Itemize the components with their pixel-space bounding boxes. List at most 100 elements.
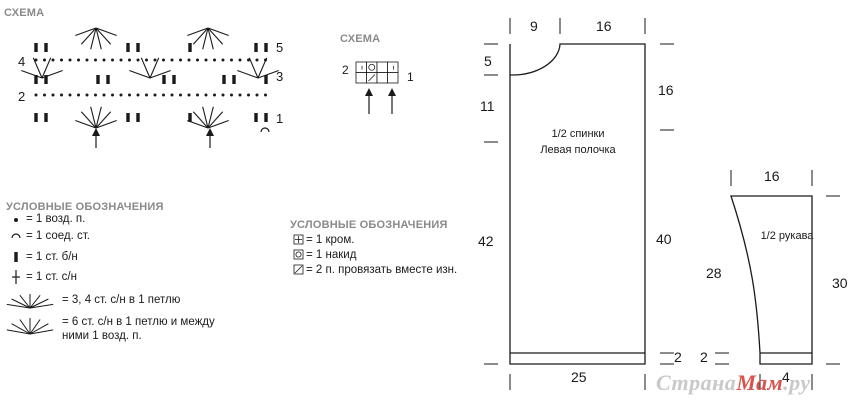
single-crochet-symbol	[126, 113, 130, 122]
dim-back-top-left: 9	[530, 18, 538, 34]
fan-symbol-middle	[21, 69, 43, 79]
chain-dot	[102, 93, 106, 97]
chain-dot	[111, 93, 114, 97]
chain-dot	[68, 58, 72, 62]
chain-dot	[170, 93, 174, 97]
back-dimension-ticks	[484, 18, 674, 390]
fan-symbol-top	[187, 27, 209, 37]
chain-dot	[128, 93, 131, 97]
fan-6-icon	[29, 323, 49, 335]
legend-chain-stitch: = 1 возд. п.	[26, 213, 86, 225]
chain-dot	[128, 58, 131, 62]
legend2-header: УСЛОВНЫЕ ОБОЗНАЧЕНИЯ	[290, 219, 448, 231]
single-crochet-symbol	[34, 43, 38, 52]
fan-symbol-middle	[257, 57, 268, 79]
fan-symbol-bottom	[95, 111, 112, 129]
legend-double-crochet: = 1 ст. с/н	[26, 271, 77, 283]
chain-dot	[51, 93, 55, 97]
fan-symbol-bottom	[80, 111, 97, 129]
row-number-2: 2	[18, 89, 26, 104]
chain-dot	[102, 58, 106, 62]
chain-dot	[145, 93, 148, 97]
chain-dot	[264, 93, 267, 97]
chart-cell	[355, 61, 367, 73]
chain-dot	[153, 58, 157, 62]
scheme-header: СХЕМА	[4, 7, 45, 19]
fan-symbol-top	[75, 27, 97, 37]
fan-symbol-middle	[41, 57, 52, 79]
row-number-1: 1	[276, 111, 284, 126]
back-label-title: 1/2 спинки	[551, 128, 605, 140]
back-outline	[509, 43, 646, 365]
single-crochet-symbol	[34, 113, 38, 122]
chain-dot	[111, 58, 114, 62]
single-crochet-symbol	[188, 43, 192, 52]
fan-symbol-middle	[149, 57, 160, 79]
yarn-over-symbol	[368, 63, 376, 71]
chain-dot	[221, 93, 225, 97]
dim-back-right-main: 40	[656, 231, 672, 247]
fan-symbol-middle	[237, 69, 259, 79]
chain-dot	[204, 58, 208, 62]
chain-dot	[179, 93, 182, 97]
dim-back-top-right: 16	[596, 18, 612, 34]
fan-3-4-icon	[6, 303, 31, 309]
fan-6-icon	[29, 329, 54, 335]
fan-3-4-icon	[29, 303, 54, 309]
single-crochet-icon	[14, 252, 18, 262]
single-crochet-symbol	[254, 113, 258, 122]
fan-3-4-icon	[11, 298, 31, 309]
fan-symbol-top	[207, 27, 229, 37]
fan-symbol-top	[207, 27, 224, 45]
fan-symbol-middle	[248, 57, 259, 79]
scheme2-row-2: 2	[342, 63, 349, 77]
dim-back-hem: 2	[674, 349, 682, 365]
chain-dot	[51, 58, 55, 62]
single-crochet-symbol	[188, 113, 192, 122]
fan-6-icon	[19, 319, 31, 335]
legend-fan-6: = 6 ст. с/н в 1 петлю и между	[62, 316, 215, 328]
sleeve-piece	[730, 195, 813, 365]
chain-dot	[68, 93, 72, 97]
single-crochet-symbol	[264, 75, 268, 84]
legend-slip-stitch: = 1 соед. ст.	[26, 230, 90, 242]
legend-single-crochet: = 1 ст. б/н	[26, 251, 78, 263]
single-crochet-symbol	[106, 75, 110, 84]
fan-symbol-bottom	[95, 106, 102, 129]
chart-cell	[355, 72, 367, 84]
chain-dot	[247, 93, 250, 97]
dim-sleeve-right: 30	[832, 275, 848, 291]
fan-symbol-top	[192, 27, 209, 45]
chain-dot	[77, 58, 80, 62]
dim-sleeve-bottom: 4	[782, 369, 790, 385]
chain-dot	[153, 93, 157, 97]
chain-dot	[60, 58, 63, 62]
chart-cell	[387, 72, 399, 84]
chain-dot	[136, 93, 140, 97]
chain-dot	[230, 58, 233, 62]
fan-6-icon	[11, 323, 31, 335]
dim-back-left-main: 42	[478, 233, 494, 249]
fan-6-icon	[29, 319, 41, 335]
row-number-4: 4	[18, 54, 26, 69]
chain-dot	[230, 93, 233, 97]
scheme2-row-1: 1	[407, 70, 414, 84]
single-crochet-symbol	[136, 113, 140, 122]
single-crochet-symbol	[264, 43, 268, 52]
dim-back-left-upper: 11	[480, 98, 495, 114]
single-crochet-symbol	[34, 75, 38, 84]
fan-symbol-middle	[149, 69, 171, 79]
fan-symbol-bottom	[202, 106, 209, 129]
chain-dot	[85, 58, 89, 62]
single-crochet-symbol	[254, 43, 258, 52]
slip-stitch-icon	[11, 233, 21, 239]
fan-symbol-top	[90, 27, 97, 50]
purl-together-icon	[294, 265, 303, 274]
single-crochet-symbol	[162, 75, 166, 84]
chart-cell	[387, 61, 399, 73]
chain-dot	[60, 93, 63, 97]
chain-dot	[43, 93, 46, 97]
fan-symbol-bottom	[75, 119, 97, 129]
sleeve-outline	[730, 195, 813, 365]
